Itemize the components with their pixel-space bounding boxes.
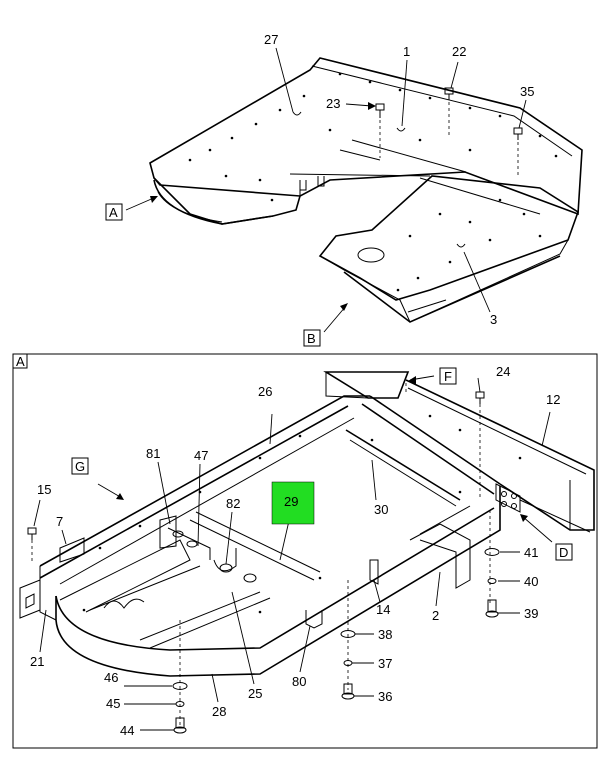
highlighted-part-box[interactable] [271,481,315,525]
detail-frame-drawing [19,371,595,734]
callout-15: 15 [37,482,51,497]
callout-80: 80 [292,674,306,689]
view-tag-b-top: B [303,329,321,347]
callout-12: 12 [546,392,560,407]
callout-2: 2 [432,608,439,623]
callout-7: 7 [56,514,63,529]
callout-36: 36 [378,689,392,704]
callout-29[interactable]: 29 [284,494,298,509]
callout-41: 41 [524,545,538,560]
callout-46: 46 [104,670,118,685]
callout-27: 27 [264,32,278,47]
callout-47: 47 [194,448,208,463]
callout-30: 30 [374,502,388,517]
callout-35: 35 [520,84,534,99]
callout-38: 38 [378,627,392,642]
callout-22: 22 [452,44,466,59]
rivet-dots-top [188,72,558,202]
detail-panel-frame [12,353,598,749]
callout-14: 14 [376,602,390,617]
callout-39: 39 [524,606,538,621]
callout-26: 26 [258,384,272,399]
top-assembly-drawing [125,47,583,333]
view-tag-f: F [439,367,457,385]
view-tag-a-top: A [105,203,123,221]
callout-40: 40 [524,574,538,589]
callout-24: 24 [496,364,510,379]
svg-text:A: A [16,354,25,369]
svg-text:A: A [109,205,118,220]
callout-3: 3 [490,312,497,327]
callout-21: 21 [30,654,44,669]
callout-23: 23 [326,96,340,111]
callout-82: 82 [226,496,240,511]
callout-81: 81 [146,446,160,461]
svg-text:D: D [559,545,568,560]
callout-25: 25 [248,686,262,701]
callout-1: 1 [403,44,410,59]
view-tag-d: D [555,543,573,561]
svg-text:B: B [307,331,316,346]
callout-44: 44 [120,723,134,738]
callout-28: 28 [212,704,226,719]
svg-text:G: G [75,459,85,474]
detail-panel-tag: A [12,353,28,369]
svg-text:F: F [444,369,452,384]
rivet-dots-bottom [396,198,542,292]
callout-37: 37 [378,656,392,671]
callout-45: 45 [106,696,120,711]
view-tag-g: G [71,457,89,475]
